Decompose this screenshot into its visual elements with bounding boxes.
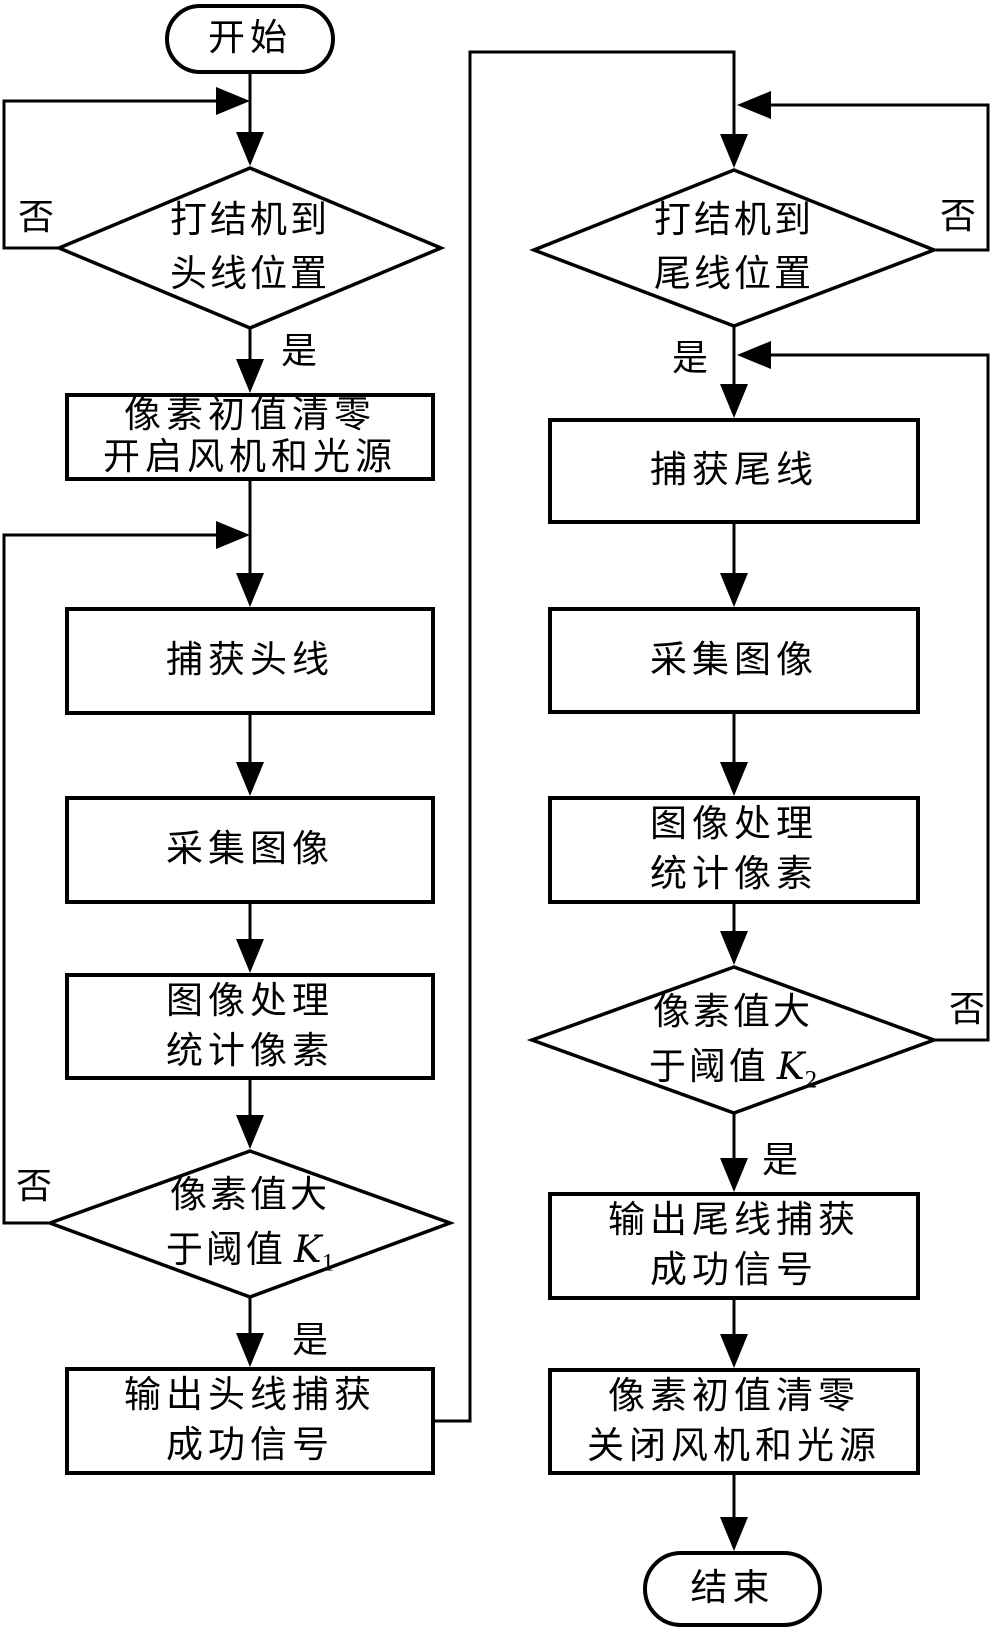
process-shutdown-label: 像素初值清零 关闭风机和光源 [550,1370,918,1473]
flow-arrowheads [216,87,771,1551]
process-shutdown-shape [548,1368,920,1475]
process-acquire-left-label: 采集图像 [166,829,334,870]
arrowhead-into-end [720,1517,748,1551]
decision-head-position-shape [54,166,446,330]
branch-yes-threshold-k1: 是 [291,1320,328,1360]
process-acquire-left-shape [65,796,435,904]
connector-no-loop-head-position [2,99,220,250]
process-capture-head-label: 捕获头线 [166,640,334,681]
process-output-tail-label: 输出尾线捕获 成功信号 [550,1194,918,1298]
decision-threshold-k2-line1: 像素值大 [653,991,813,1033]
process-image-right-line2: 统计像素 [650,854,818,895]
branch-yes-head-position: 是 [280,331,317,371]
flow-connectors [2,50,990,1520]
decision-threshold-k1-shape [44,1149,456,1299]
arrowhead-merge-no-head [216,87,250,115]
process-image-left-shape [65,973,435,1080]
process-image-left-line1: 图像处理 [166,980,334,1022]
decision-threshold-k1-line1: 像素值大 [170,1174,330,1216]
process-output-head-line1: 输出头线捕获 [124,1375,376,1416]
start-terminal-shape [165,4,335,74]
process-image-left-label: 图像处理 统计像素 [67,975,433,1078]
process-shutdown-line1: 像素初值清零 [608,1375,860,1417]
arrowhead-into-decision-tail [720,134,748,168]
arrowhead-into-capture-tail [720,384,748,418]
process-init-shape [65,393,435,481]
branch-no-threshold-k2: 否 [948,989,985,1029]
flow-nodes [44,4,940,1627]
process-image-right-label: 图像处理 统计像素 [550,798,918,902]
arrowhead-into-capture-head [236,573,264,607]
arrowhead-into-output-head [236,1333,264,1367]
decision-head-position-line2: 头线位置 [170,254,330,295]
arrowhead-merge-no-tail [737,91,771,119]
process-image-right-line1: 图像处理 [650,804,818,845]
threshold-k2-symbol: K [776,1044,805,1088]
process-acquire-right-shape [548,607,920,714]
process-output-tail-shape [548,1192,920,1300]
decision-tail-position-shape [529,168,939,328]
process-image-right-shape [548,796,920,904]
threshold-k2-subscript: 2 [804,1065,818,1093]
decision-threshold-k2-shape [526,965,940,1115]
process-shutdown-line2: 关闭风机和光源 [587,1425,881,1467]
arrowhead-merge-no-k2 [737,341,771,369]
branch-no-threshold-k1: 否 [15,1166,52,1206]
arrowhead-into-decision-k2 [720,931,748,965]
process-capture-tail-shape [548,418,920,524]
arrowhead-into-shutdown [720,1334,748,1368]
process-output-head-label: 输出头线捕获 成功信号 [67,1369,433,1473]
arrowhead-into-acquire-right [720,573,748,607]
process-output-tail-line2: 成功信号 [650,1250,818,1291]
process-output-tail-line1: 输出尾线捕获 [608,1200,860,1241]
decision-tail-position-label: 打结机到 尾线位置 [554,188,914,308]
arrowhead-into-output-tail [720,1158,748,1192]
threshold-k2-prefix: 于阈值 [648,1046,769,1088]
process-capture-tail-label: 捕获尾线 [650,450,818,491]
process-init-line1: 像素初值清零 [124,395,376,436]
threshold-k1-subscript: 1 [321,1248,335,1276]
arrowhead-into-init [236,359,264,393]
process-capture-head-shape [65,607,435,715]
threshold-k1-symbol: K [293,1227,322,1271]
connector-output-head-to-decision-tail [433,50,736,1423]
process-image-left-line2: 统计像素 [166,1030,334,1072]
decision-tail-position-line2: 尾线位置 [654,254,814,295]
decision-head-position-line1: 打结机到 [170,200,330,241]
process-init-line2: 开启风机和光源 [103,437,397,478]
arrowhead-into-decision1 [236,132,264,166]
branch-yes-tail-position: 是 [671,338,708,378]
branch-no-head-position: 否 [17,197,54,237]
arrowhead-into-process-left [236,939,264,973]
arrowhead-into-process-right [720,762,748,796]
arrowhead-merge-no-k1 [216,521,250,549]
end-terminal-shape [643,1551,822,1627]
decision-tail-position-line1: 打结机到 [654,200,814,241]
decision-head-position-label: 打结机到 头线位置 [70,188,430,308]
branch-no-tail-position: 否 [939,196,976,236]
start-label: 开始 [208,18,292,59]
connector-no-loop-threshold-k2 [768,353,990,1042]
arrowhead-into-acquire-left [236,762,264,796]
connector-no-loop-tail-position [768,103,990,252]
end-label: 结束 [690,1568,775,1609]
process-output-head-shape [65,1367,435,1475]
process-init-label: 像素初值清零 开启风机和光源 [67,395,433,479]
connector-no-loop-threshold-k1 [2,533,220,1225]
process-acquire-right-label: 采集图像 [650,639,818,681]
arrowhead-into-decision-k1 [236,1115,264,1149]
process-output-head-line2: 成功信号 [166,1425,334,1466]
threshold-k1-prefix: 于阈值 [165,1229,286,1271]
branch-yes-threshold-k2: 是 [761,1140,798,1180]
